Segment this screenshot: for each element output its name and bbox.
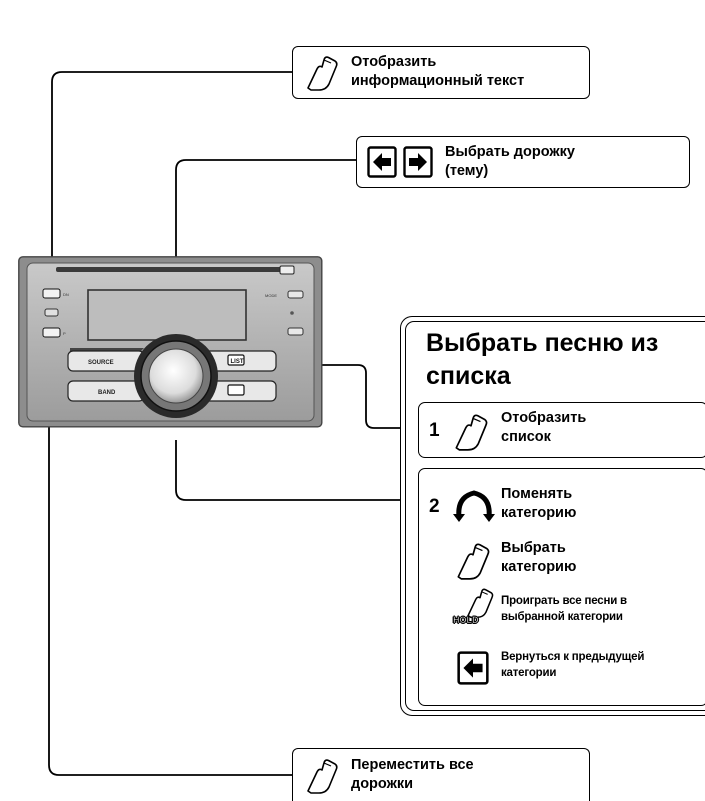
step2-back-line1: Вернуться к предыдущей [501,651,645,663]
connector-move-all [48,338,292,776]
panel-title: Выбрать песню из списка [426,327,658,393]
finger-press-icon [455,414,488,451]
step2-box: 2 Поменять категорию Выбрать категорию H… [418,468,705,706]
callout-info-line2: информационный текст [351,73,525,89]
svg-text:MODE: MODE [265,293,277,298]
left-arrow-key-icon [457,651,489,685]
list-label: LIST [231,359,244,365]
step1-line1: Отобразить [501,410,587,426]
band-label: BAND [98,390,116,396]
step1-box: 1 Отобразить список [418,402,705,458]
source-label: SOURCE [88,360,114,366]
back-button [42,327,61,338]
step2-press-line1: Выбрать [501,540,566,556]
connector-step1 [262,364,418,429]
callout-info-line1: Отобразить [351,54,437,70]
car-stereo-head-unit: DN P MODE SOURCE BAND LIST [18,256,323,428]
connector-info-text [51,71,292,292]
vol-button [44,308,59,317]
callout-move-line2: дорожки [351,776,414,792]
step1-line2: список [501,429,551,445]
step2-rotate-line2: категорию [501,505,577,521]
step2-hold-line1: Проиграть все песни в [501,595,627,607]
step2-back-line2: категории [501,667,557,679]
eject-button [279,265,295,275]
svg-text:P: P [63,331,66,336]
panel-title-line1: Выбрать песню из [426,329,659,357]
band-small-button [287,327,304,336]
step1-number: 1 [429,420,440,441]
cd-slot [56,267,286,272]
right-arrow-key-icon [403,146,433,178]
callout-move-all-tracks: Переместить все дорожки [292,748,590,801]
callout-track-line1: Выбрать дорожку [445,144,575,160]
callout-move-line1: Переместить все [351,757,474,773]
mode-button [287,290,304,299]
step2-press-line2: категорию [501,559,577,575]
svg-text:DN: DN [63,292,69,297]
callout-display-info-text: Отобразить информационный текст [292,46,590,99]
finger-press-icon [457,543,490,580]
connector-select-track [175,159,356,345]
step2-number: 2 [429,496,440,517]
left-arrow-key-icon [367,146,397,178]
callout-select-track: Выбрать дорожку (тему) [356,136,690,188]
rotary-knob [148,348,204,404]
step2-hold-line2: выбранной категории [501,611,623,623]
finger-hold-icon [467,588,494,619]
callout-track-line2: (тему) [445,163,489,179]
sensor [290,311,294,315]
rotate-knob-icon [453,490,495,522]
step2-rotate-line1: Поменять [501,486,573,502]
info-button [42,288,61,299]
hold-badge-icon: HOLD [453,615,479,626]
display-window [87,289,247,341]
connector-step2 [175,440,418,501]
panel-title-line2: списка [426,362,511,390]
finger-press-icon [307,759,338,794]
finger-press-icon [307,56,338,91]
